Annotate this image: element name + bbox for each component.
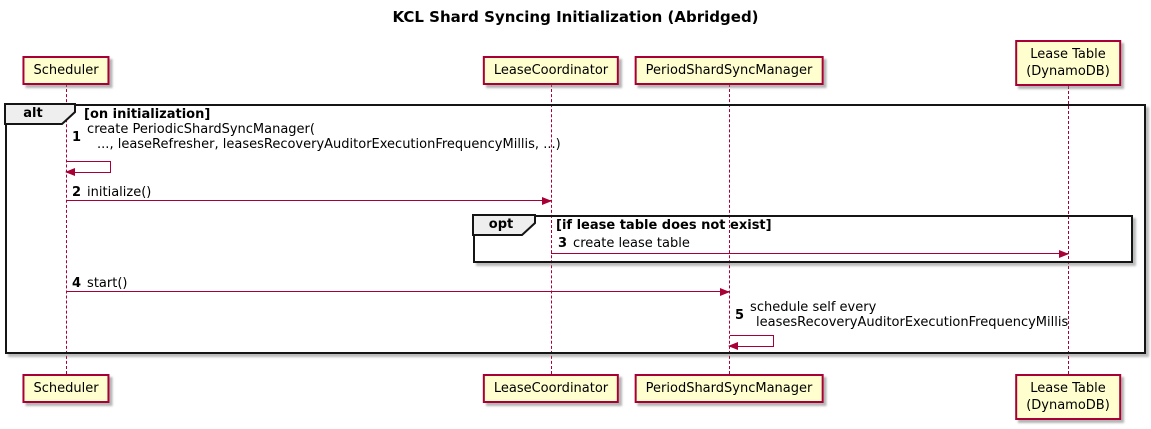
message-5-text: 5 schedule self every leasesRecoveryAudi… [735,300,1068,330]
opt-condition-label: [if lease table does not exist] [556,218,772,233]
diagram-title: KCL Shard Syncing Initialization (Abridg… [392,8,759,26]
participant-lease-coordinator-top: LeaseCoordinator [482,56,620,85]
arrowhead [728,342,738,350]
message-5-line1: schedule self every [750,300,877,315]
message-1-number: 1 [72,129,82,145]
arrowhead [720,288,730,296]
message-2-text: 2 initialize() [72,185,151,200]
message-3-number: 3 [558,236,568,251]
lifeline-scheduler [66,84,67,374]
message-5-line2: leasesRecoveryAuditorExecutionFrequencyM… [756,315,1069,330]
message-5-self-arrow [728,335,774,350]
arrowhead [542,197,552,205]
message-2-arrow [66,197,552,205]
pentagon-label-shape [472,214,536,236]
participant-scheduler-top: Scheduler [22,56,110,85]
lifeline-period-shard-sync-manager [729,84,730,374]
pentagon-label-shape [4,103,76,125]
message-5-number: 5 [735,307,745,323]
message-2-label: initialize() [87,185,152,200]
arrowhead [65,168,75,176]
message-4-arrow [66,288,730,296]
message-4-text: 4 start() [72,276,127,291]
participant-lease-coordinator-bottom: LeaseCoordinator [482,374,620,403]
message-3-arrow [551,250,1069,258]
participant-period-shard-sync-manager-top: PeriodShardSyncManager [634,56,824,85]
message-1-line1: create PeriodicShardSyncManager( [87,122,315,137]
alt-frame [5,104,1146,354]
message-3-text: 3 create lease table [558,236,690,251]
participant-scheduler-bottom: Scheduler [22,374,110,403]
message-1-lines: create PeriodicShardSyncManager( ..., le… [87,122,561,152]
participant-lease-table-bottom: Lease Table (DynamoDB) [1015,374,1121,420]
message-4-number: 4 [72,276,82,291]
opt-operator-label: opt [488,217,514,232]
message-1-self-arrow [65,161,111,176]
opt-frame [473,215,1133,263]
alt-operator-label: alt [23,106,43,121]
lifeline-lease-table [1068,86,1069,374]
participant-period-shard-sync-manager-bottom: PeriodShardSyncManager [634,374,824,403]
arrowhead [1059,250,1069,258]
message-1-line2: ..., leaseRefresher, leasesRecoveryAudit… [97,137,561,152]
alt-condition-label: [on initialization] [84,107,211,122]
alt-frame-operator: alt [4,103,77,125]
lifeline-lease-coordinator [551,84,552,374]
message-3-label: create lease table [573,236,690,251]
message-4-label: start() [87,276,128,291]
participant-lease-table-top: Lease Table (DynamoDB) [1015,40,1121,86]
message-5-lines: schedule self every leasesRecoveryAudito… [750,300,1068,330]
opt-frame-operator: opt [472,214,545,236]
message-2-number: 2 [72,185,82,200]
message-1-text: 1 create PeriodicShardSyncManager( ..., … [72,122,561,152]
